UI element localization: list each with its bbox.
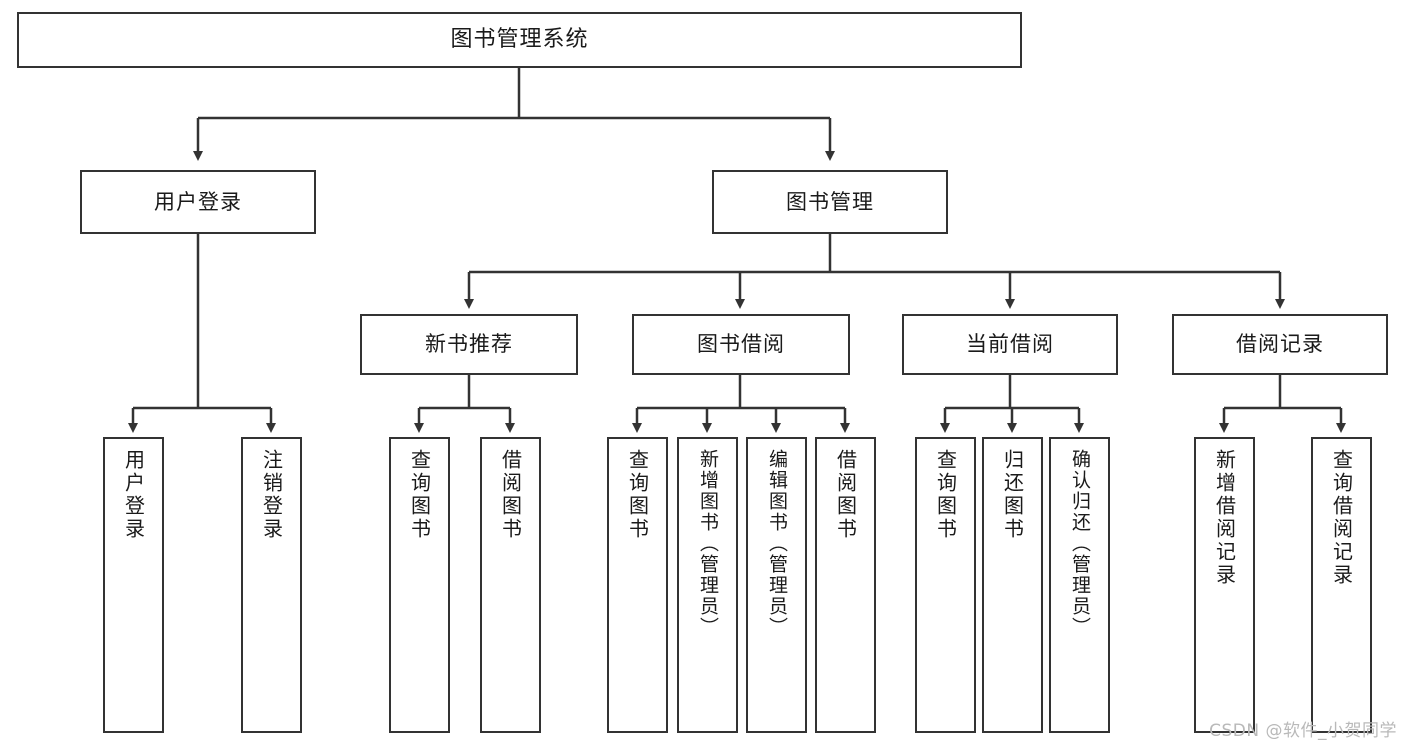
node-label: 当前借阅 (966, 332, 1054, 357)
leaf-logout[interactable]: 注销登录 (241, 437, 302, 733)
leaf-borrow-book[interactable]: 借阅图书 (815, 437, 876, 733)
node-borrow-record[interactable]: 借阅记录 (1172, 314, 1388, 375)
leaf-edit-book-admin[interactable]: 编辑图书（管理员） (746, 437, 807, 733)
leaf-query-borrow-record[interactable]: 查询借阅记录 (1311, 437, 1372, 733)
node-new-book-recommend[interactable]: 新书推荐 (360, 314, 578, 375)
node-label: 借阅记录 (1236, 332, 1324, 357)
leaf-query-book-recommend[interactable]: 查询图书 (389, 437, 450, 733)
node-label: 借阅图书 (498, 449, 523, 541)
node-label: 用户登录 (154, 189, 242, 214)
node-label: 用户登录 (121, 449, 146, 541)
leaf-add-book-admin[interactable]: 新增图书（管理员） (677, 437, 738, 733)
node-label: 查询借阅记录 (1329, 449, 1354, 587)
node-label: 查询图书 (933, 449, 958, 541)
node-root[interactable]: 图书管理系统 (17, 12, 1022, 68)
node-label: 查询图书 (407, 449, 432, 541)
leaf-add-borrow-record[interactable]: 新增借阅记录 (1194, 437, 1255, 733)
node-label: 新书推荐 (425, 332, 513, 357)
node-label: 归还图书 (1000, 449, 1025, 541)
node-label: 图书管理 (786, 189, 874, 214)
node-label: 图书借阅 (697, 332, 785, 357)
leaf-return-book[interactable]: 归还图书 (982, 437, 1043, 733)
leaf-query-book-current[interactable]: 查询图书 (915, 437, 976, 733)
leaf-confirm-return-admin[interactable]: 确认归还（管理员） (1049, 437, 1110, 733)
node-label: 确认归还（管理员） (1069, 449, 1091, 638)
node-current-borrow[interactable]: 当前借阅 (902, 314, 1118, 375)
node-label: 新增图书（管理员） (697, 449, 719, 638)
leaf-query-book-borrow[interactable]: 查询图书 (607, 437, 668, 733)
node-label: 编辑图书（管理员） (766, 449, 788, 638)
node-label: 注销登录 (259, 449, 284, 541)
watermark: CSDN @软件_小贺同学 (1209, 721, 1397, 741)
node-label: 查询图书 (625, 449, 650, 541)
leaf-user-login[interactable]: 用户登录 (103, 437, 164, 733)
node-label: 借阅图书 (833, 449, 858, 541)
node-user-login[interactable]: 用户登录 (80, 170, 316, 234)
node-label: 新增借阅记录 (1212, 449, 1237, 587)
node-book-borrow[interactable]: 图书借阅 (632, 314, 850, 375)
node-book-management[interactable]: 图书管理 (712, 170, 948, 234)
leaf-borrow-book-recommend[interactable]: 借阅图书 (480, 437, 541, 733)
node-label: 图书管理系统 (450, 27, 589, 53)
